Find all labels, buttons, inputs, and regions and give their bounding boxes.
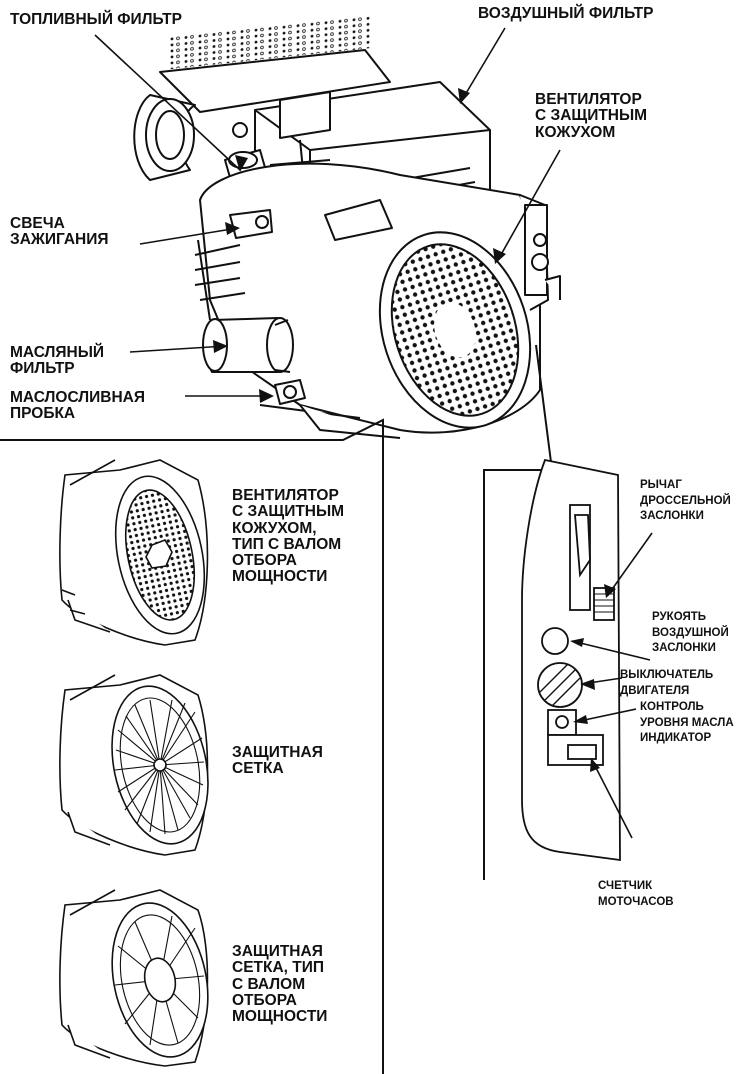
label-oil-filter: МАСЛЯНЫЙ ФИЛЬТР (10, 345, 104, 378)
label-fuel-filter: ТОПЛИВНЫЙ ФИЛЬТР (10, 12, 182, 28)
label-air-filter: ВОЗДУШНЫЙ ФИЛЬТР (478, 6, 653, 22)
label-variant-screen: ЗАЩИТНАЯ СЕТКА (232, 745, 323, 778)
engine-main-drawing (134, 16, 560, 447)
label-throttle-lever: РЫЧАГ ДРОССЕЛЬНОЙ ЗАСЛОНКИ (640, 478, 731, 525)
label-drain-plug: МАСЛОСЛИВНАЯ ПРОБКА (10, 390, 145, 423)
control-panel-drawing (522, 460, 620, 860)
label-choke-knob: РУКОЯТЬ ВОЗДУШНОЙ ЗАСЛОНКИ (652, 610, 729, 657)
variant-screen-drawing (60, 675, 222, 855)
variant-pto-fan-cover-drawing (60, 460, 218, 645)
label-engine-switch: ВЫКЛЮЧАТЕЛЬ ДВИГАТЕЛЯ (620, 668, 713, 699)
label-fan-cover: ВЕНТИЛЯТОР С ЗАЩИТНЫМ КОЖУХОМ (535, 92, 647, 141)
label-oil-indicator: КОНТРОЛЬ УРОВНЯ МАСЛА ИНДИКАТОР (640, 700, 734, 747)
variant-pto-screen-drawing (60, 890, 221, 1066)
label-hour-meter: СЧЕТЧИК МОТОЧАСОВ (598, 879, 674, 910)
label-spark-plug: СВЕЧА ЗАЖИГАНИЯ (10, 216, 109, 249)
label-variant-pto-screen: ЗАЩИТНАЯ СЕТКА, ТИП С ВАЛОМ ОТБОРА МОЩНО… (232, 944, 327, 1025)
label-variant-pto-fan-cover: ВЕНТИЛЯТОР С ЗАЩИТНЫМ КОЖУХОМ, ТИП С ВАЛ… (232, 488, 344, 586)
